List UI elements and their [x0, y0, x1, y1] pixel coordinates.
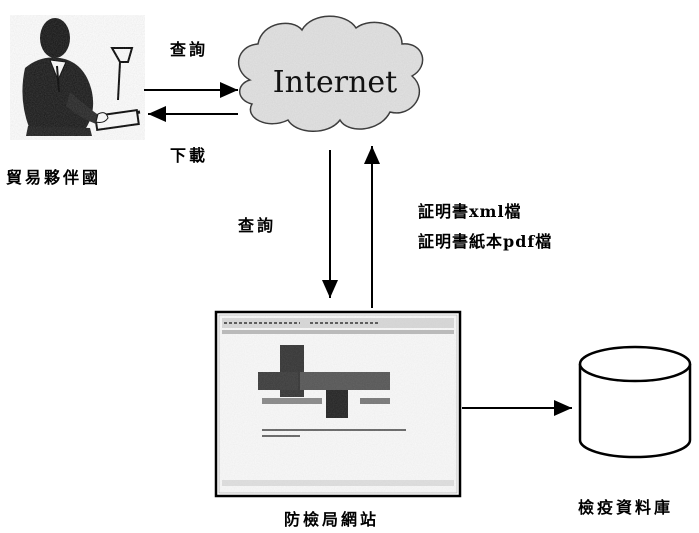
node-label-trade-partner: 貿易夥伴國 [6, 168, 102, 187]
website-screenshot [214, 310, 462, 498]
trade-partner-icon [10, 15, 145, 140]
edge-label-partner-query: 查詢 [170, 40, 209, 59]
internet-label: Internet [273, 65, 397, 100]
node-label-database: 檢疫資料庫 [578, 498, 674, 517]
node-label-website: 防檢局網站 [284, 510, 380, 529]
edge-label-site-query: 查詢 [238, 216, 277, 235]
edge-label-certificate-pdf: 証明書紙本pdf檔 [418, 232, 553, 251]
database-cylinder-icon [578, 345, 692, 459]
internet-cloud: Internet [237, 15, 424, 132]
edge-label-download: 下載 [170, 146, 209, 165]
edge-label-certificate-xml: 証明書xml檔 [418, 202, 522, 221]
